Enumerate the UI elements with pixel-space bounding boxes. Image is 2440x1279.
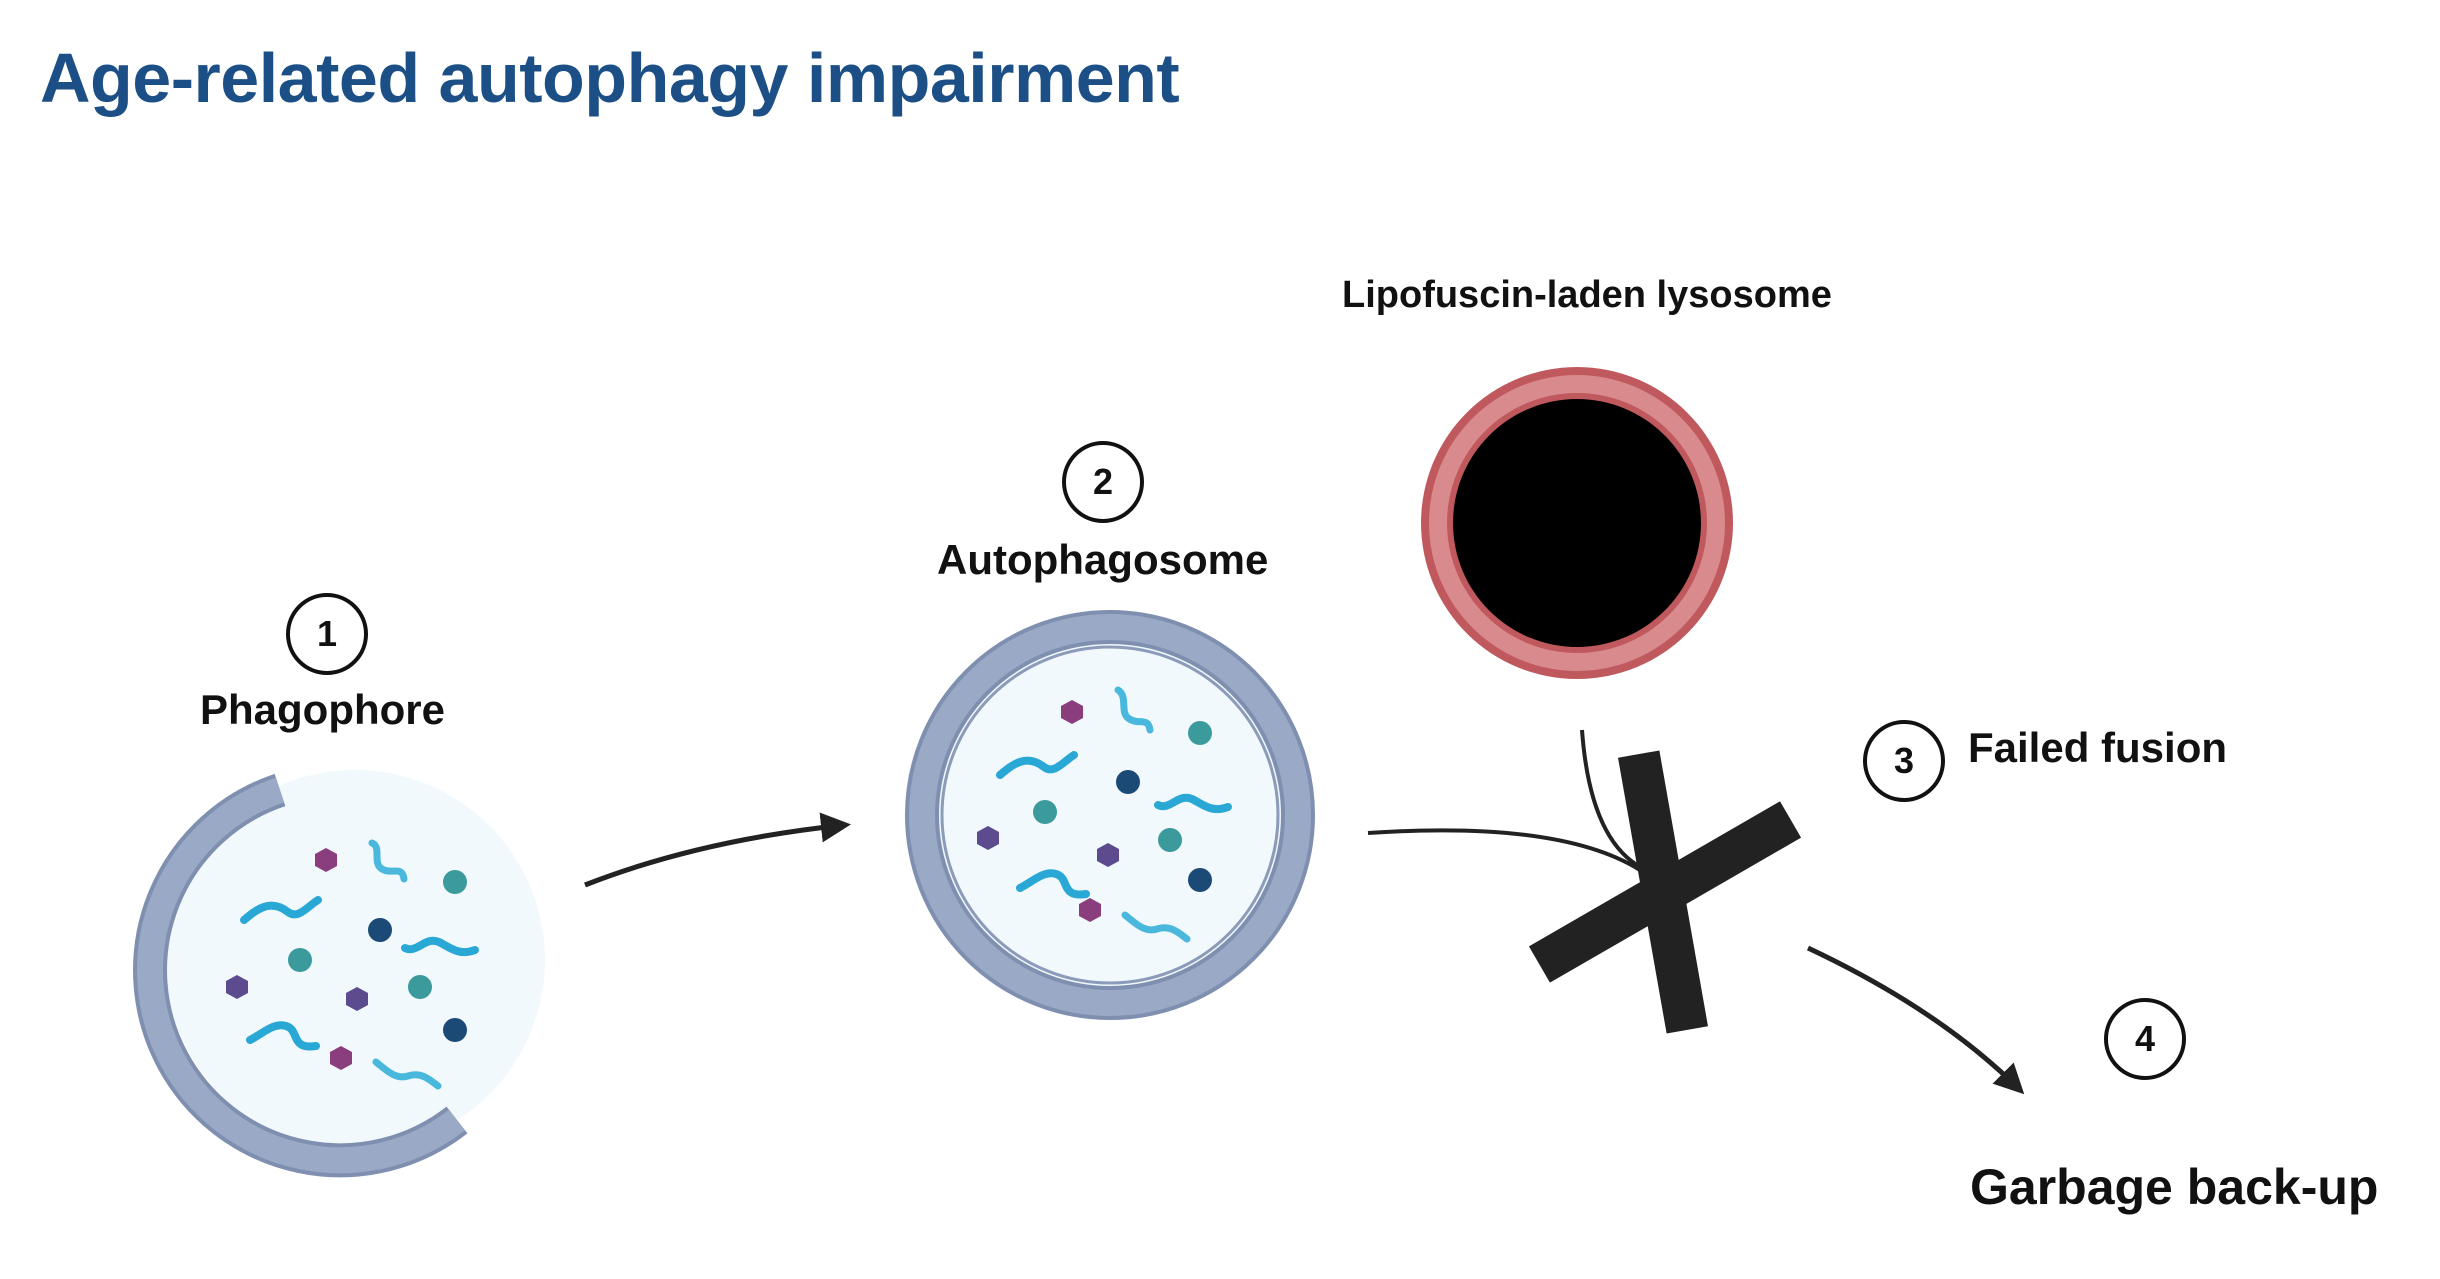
phagophore-label: Phagophore xyxy=(200,686,446,733)
autophagosome-label: Autophagosome xyxy=(937,536,1269,583)
step-1-badge: 1 xyxy=(286,593,368,675)
phagophore-icon xyxy=(133,770,545,1178)
failed-fusion-label: Failed fusion xyxy=(1968,724,2228,771)
autophagosome-icon xyxy=(905,610,1315,1020)
garbage-back-up-label: Garbage back-up xyxy=(1970,1159,2379,1215)
arrow-icon xyxy=(1580,729,1643,870)
arrow-icon xyxy=(1806,945,2025,1095)
step-3-badge: 3 xyxy=(1863,720,1945,802)
lysosome-label: Lipofuscin-laden lysosome xyxy=(1342,274,1832,316)
step-4-badge: 4 xyxy=(2104,998,2186,1080)
page-title: Age-related autophagy impairment xyxy=(40,39,1180,117)
arrow-icon xyxy=(1367,828,1642,872)
arrow-icon xyxy=(584,812,851,888)
lysosome-icon xyxy=(1421,367,1733,679)
cross-icon xyxy=(1528,750,1802,1034)
step-2-badge: 2 xyxy=(1062,441,1144,523)
